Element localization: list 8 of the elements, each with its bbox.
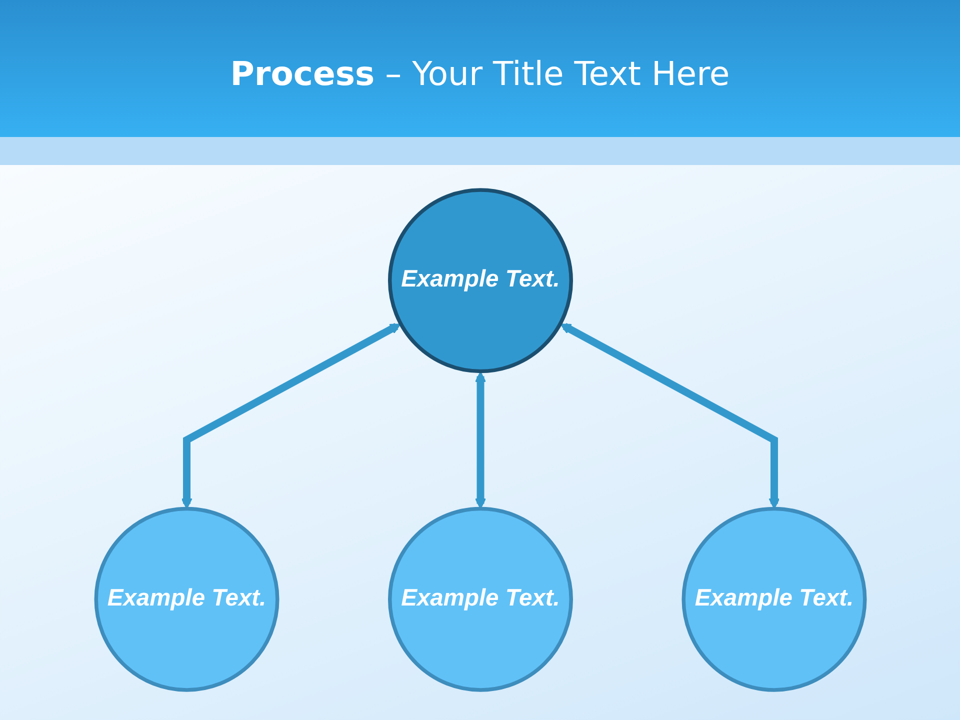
node-circle: Example Text.: [681, 506, 866, 692]
slide-title: Process – Your Title Text Here: [229, 53, 731, 95]
node-circle: Example Text.: [94, 506, 279, 692]
node-circle: Example Text.: [387, 506, 573, 692]
arrow: [474, 371, 486, 510]
arrow: [560, 322, 780, 510]
node-circle: Example Text.: [387, 188, 573, 374]
arrow: [180, 322, 400, 510]
